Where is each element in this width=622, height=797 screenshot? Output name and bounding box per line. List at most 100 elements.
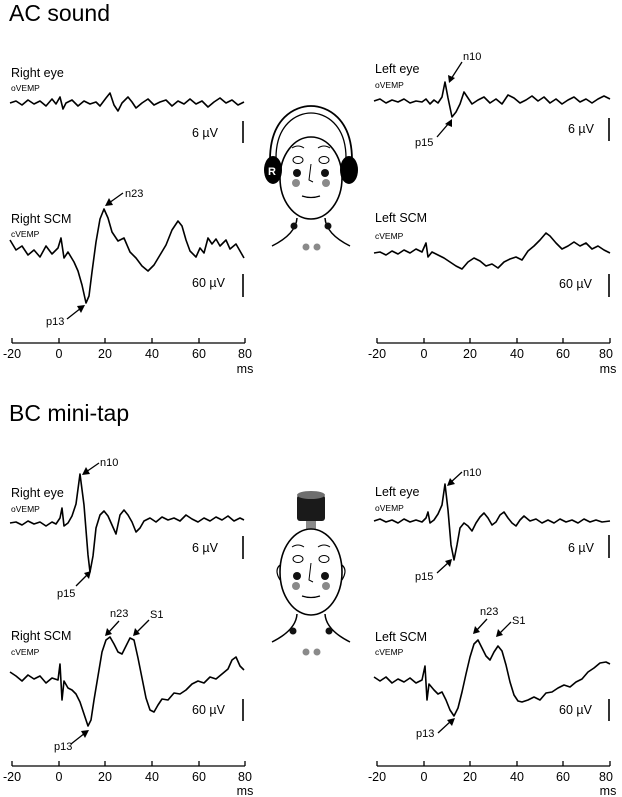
tick-label: 80 [238,770,252,784]
arrowhead-p13-bc-left [447,718,455,726]
peak-label-n23-ac-right: n23 [125,188,143,200]
arrowhead-n10-bc-right [82,467,90,475]
arrowhead-p15-bc-left [445,559,452,567]
neck-left [271,217,298,247]
electrode-black [325,627,333,635]
scale-label-bc-right-eye: 6 µV [192,541,219,555]
arrow-n23-bc-right [107,620,120,634]
x-axis-bc-right: -20 0 20 40 60 80 ms [368,761,616,797]
peak-label-n10-ac-left: n10 [463,51,481,63]
tick-label: 0 [421,770,428,784]
tick-label: 20 [98,347,112,361]
peak-label-s1-bc-right: S1 [150,609,163,621]
x-axis-bc-left: -20 0 20 40 60 80 ms [3,761,253,797]
peak-label-s1-bc-left: S1 [512,615,525,627]
electrode-black [293,169,301,177]
electrode-black [321,572,329,580]
arrowhead-n10-bc-left [447,478,455,486]
peak-label-p15-ac-left: p15 [415,137,433,149]
tapper-tip [306,521,316,529]
electrode-gray [302,243,310,251]
right-earcup [264,156,282,184]
trace-ac-left-scm [373,232,611,270]
tick-label: -20 [368,347,386,361]
tick-label: 80 [599,347,613,361]
panel-sublabel-ac-right-eye: oVEMP [11,83,40,93]
panel-label-bc-right-scm: Right SCM [11,629,71,643]
panel-sublabel-bc-left-scm: cVEMP [375,647,404,657]
tick-label: -20 [3,770,21,784]
panel-label-ac-right-scm: Right SCM [11,212,71,226]
tick-label: 0 [421,347,428,361]
trace-bc-right-eye [9,473,245,573]
earcup-r-label: R [268,166,276,178]
arrowhead-n10-ac-left [448,75,455,83]
arrow-s1-bc-left [498,621,512,635]
panel-sublabel-bc-left-eye: oVEMP [375,503,404,513]
electrode-gray [302,648,310,656]
arrow-p13-bc-right [70,732,86,745]
axis-unit: ms [237,784,254,797]
tick-label: -20 [368,770,386,784]
electrode-black [324,222,332,230]
tick-label: 80 [599,770,613,784]
tick-label: 20 [463,347,477,361]
arrow-n23-ac-right [108,192,124,204]
panel-sublabel-ac-right-scm: cVEMP [11,229,40,239]
peak-label-n10-bc-left: n10 [463,467,481,479]
head-outline [279,136,343,220]
tick-label: -20 [3,347,21,361]
arrow-s1-bc-right [135,619,150,634]
panel-label-bc-left-scm: Left SCM [375,630,427,644]
panel-sublabel-ac-left-scm: cVEMP [375,231,404,241]
trace-bc-left-scm [373,639,611,717]
arrowhead-p15-bc-right [84,571,91,579]
tick-label: 80 [238,347,252,361]
axis-unit: ms [237,362,254,376]
trace-bc-left-eye [373,483,611,561]
trace-ac-right-scm [9,208,245,304]
x-axis-ac-right: -20 0 20 40 60 80 ms [368,338,616,376]
panel-label-ac-right-eye: Right eye [11,66,64,80]
tick-label: 60 [192,347,206,361]
tick-label: 40 [145,770,159,784]
panel-label-ac-left-eye: Left eye [375,62,420,76]
electrode-gray [313,648,321,656]
left-earcup [340,156,358,184]
arrowhead-s1-bc-right [133,628,140,636]
headphone-band [269,105,353,161]
electrode-black [321,169,329,177]
arrow-n10-ac-left [450,61,463,80]
peak-label-n10-bc-right: n10 [100,457,118,469]
electrode-gray [292,179,300,187]
scale-label-bc-right-scm: 60 µV [192,703,226,717]
tick-label: 20 [98,770,112,784]
arrow-p15-ac-left [436,122,450,138]
electrode-black [290,222,298,230]
axis-unit: ms [600,784,617,797]
scale-label-ac-left-scm: 60 µV [559,277,593,291]
trace-ac-left-eye [373,81,611,118]
electrode-black [289,627,297,635]
tick-label: 0 [56,347,63,361]
arrow-n10-bc-right [85,462,100,473]
arrowhead-n23-bc-left [473,626,480,634]
peak-label-n23-bc-right: n23 [110,608,128,620]
arrowhead-p13-ac-right [77,305,85,313]
panel-sublabel-bc-right-scm: cVEMP [11,647,40,657]
tick-label: 40 [510,770,524,784]
arrowhead-s1-bc-left [496,629,503,637]
peak-label-n23-bc-left: n23 [480,606,498,618]
scale-label-bc-left-eye: 6 µV [568,541,595,555]
electrode-gray [322,582,330,590]
section-title-ac: AC sound [9,0,110,26]
section-title-bc: BC mini-tap [9,400,129,426]
peak-label-p15-bc-left: p15 [415,571,433,583]
arrowhead-n23-bc-right [105,628,112,636]
peak-label-p13-bc-right: p13 [54,741,72,753]
trace-ac-right-eye [9,92,245,112]
tick-label: 60 [192,770,206,784]
panel-sublabel-bc-right-eye: oVEMP [11,504,40,514]
peak-label-p13-bc-left: p13 [416,728,434,740]
